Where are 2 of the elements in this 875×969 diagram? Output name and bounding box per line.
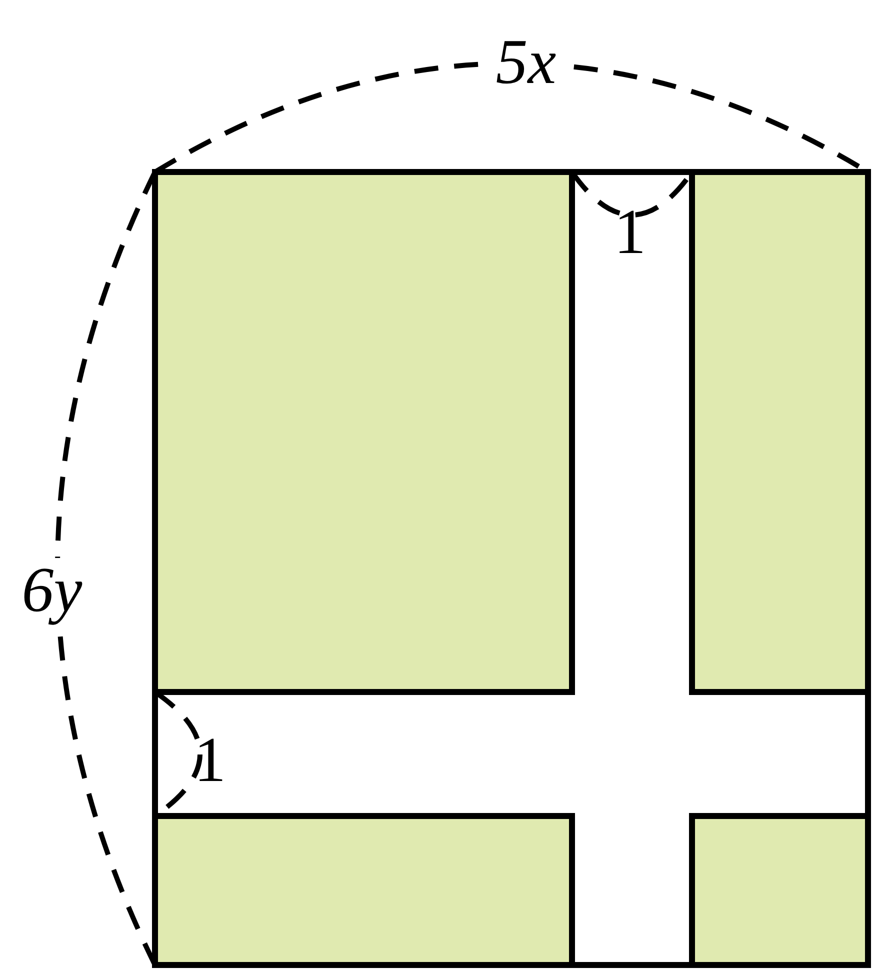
dimension-label: 1 [194, 728, 226, 792]
dimension-label: 1 [614, 200, 646, 264]
